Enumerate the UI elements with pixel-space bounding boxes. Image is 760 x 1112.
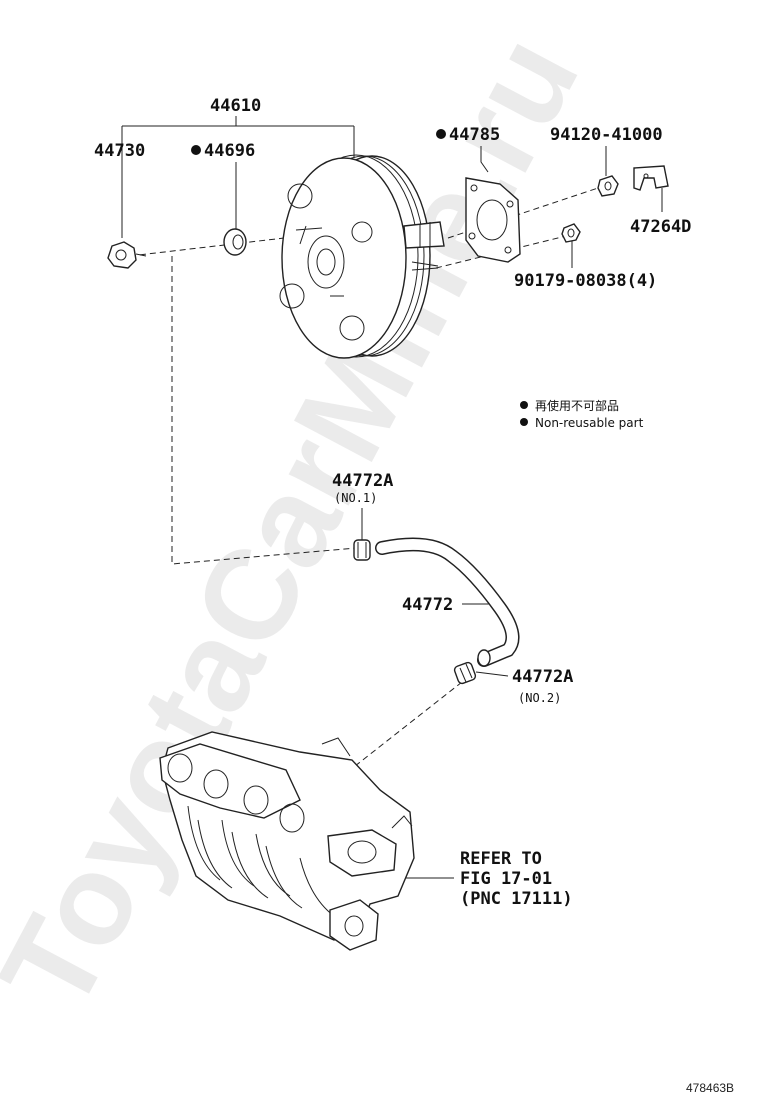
label-44610: 44610 (210, 96, 261, 116)
label-47264d: 47264D (630, 217, 691, 237)
refer-line-3: (PNC 17111) (460, 889, 573, 909)
label-44785: 44785 (449, 125, 500, 145)
legend-japanese: 再使用不可部品 (535, 398, 619, 413)
gasket-part (465, 177, 521, 263)
non-reusable-bullet-icon (191, 145, 201, 155)
refer-line-2: FIG 17-01 (460, 869, 552, 889)
label-44772a-no2-sub: (NO.2) (518, 691, 561, 705)
bracket-part (633, 165, 669, 191)
part-labels: 44610 44730 44696 44785 94120-41000 4726… (94, 96, 691, 909)
label-44730: 44730 (94, 141, 145, 161)
legend-english: Non-reusable part (535, 416, 644, 430)
label-44772a-no2: 44772A (512, 667, 573, 687)
vacuum-hose-part (375, 537, 520, 667)
label-44772a-no1-sub: (NO.1) (334, 491, 377, 505)
label-44772: 44772 (402, 595, 453, 615)
grommet-part (223, 228, 247, 256)
check-valve-part (107, 241, 147, 269)
label-44772a-no1: 44772A (332, 471, 393, 491)
label-44696: 44696 (204, 141, 255, 161)
clip-no1-part (353, 539, 371, 561)
label-44785-group: 44785 (436, 125, 500, 145)
legend-bullet-icon (520, 401, 528, 409)
nut-upper-part (597, 175, 619, 197)
label-94120-41000: 94120-41000 (550, 125, 663, 145)
label-90179-08038: 90179-08038(4) (514, 271, 657, 291)
non-reusable-bullet-icon (436, 129, 446, 139)
refer-line-1: REFER TO (460, 849, 542, 869)
nut-lower-part (561, 223, 581, 243)
clip-no2-part (453, 661, 477, 685)
label-44696-group: 44696 (191, 141, 255, 161)
legend: 再使用不可部品 Non-reusable part (520, 398, 644, 430)
leader-lines (121, 116, 663, 879)
figure-id: 478463B (686, 1081, 734, 1095)
legend-bullet-icon (520, 418, 528, 426)
brake-booster-part (279, 154, 445, 359)
intake-manifold-part (159, 731, 415, 951)
